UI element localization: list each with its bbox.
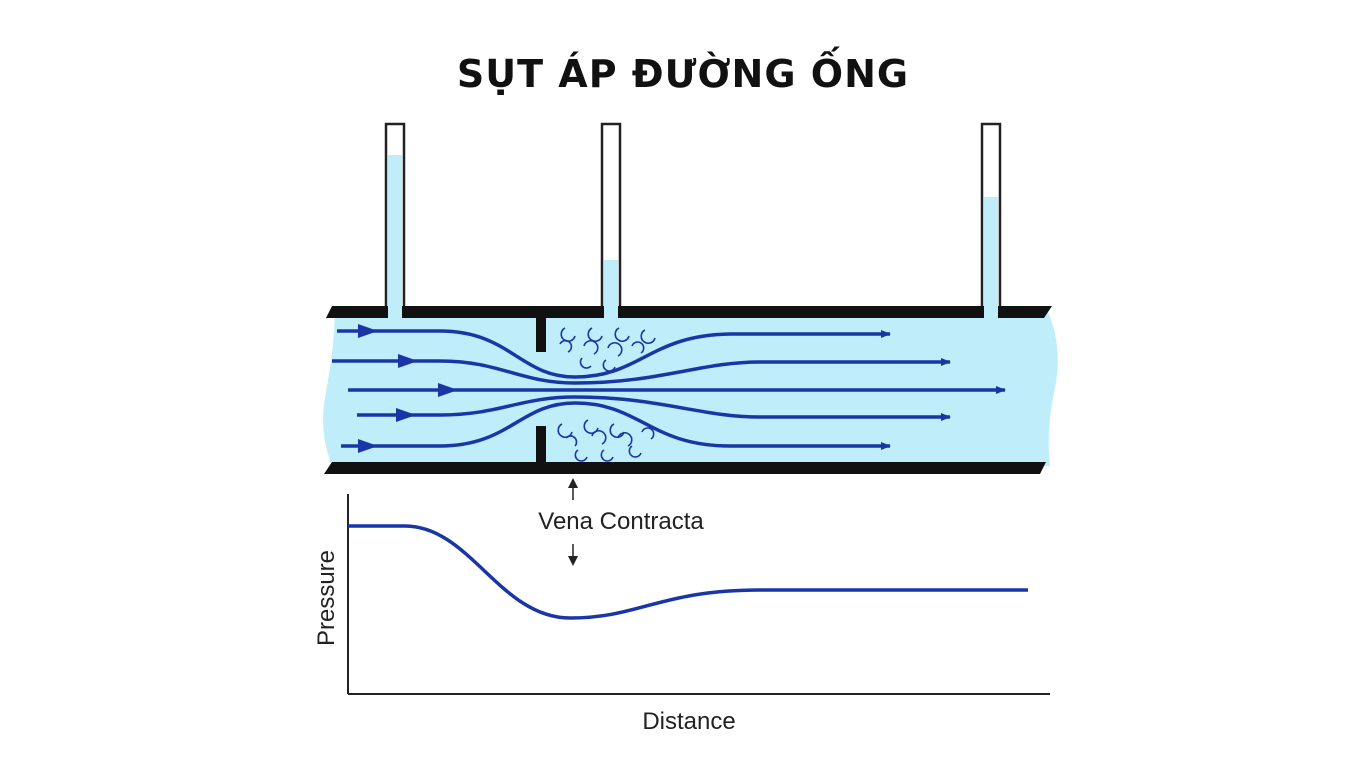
pipe-top-wall: [326, 306, 1052, 318]
piezometer-vena-contracta: [600, 122, 622, 316]
piezometer-upstream-water: [388, 155, 402, 314]
orifice-plate-bottom: [536, 426, 546, 462]
x-axis-label: Distance: [642, 708, 735, 735]
vena-contracta-arrows: [568, 478, 578, 566]
streamline-5: [341, 401, 891, 450]
orifice-plate-top: [536, 318, 546, 352]
pressure-graph: Pressure Distance: [313, 494, 1050, 735]
y-axis-label: Pressure: [313, 550, 340, 646]
streamline-2: [332, 358, 951, 385]
streamline-4: [357, 395, 951, 421]
streamline-1: [337, 329, 891, 379]
piezometer-downstream: [980, 122, 1002, 316]
page-title: SỤT ÁP ĐƯỜNG ỐNG: [456, 52, 910, 96]
pressure-curve: [348, 524, 1028, 620]
streamline-arrowheads: [358, 324, 458, 453]
eddies: [557, 327, 656, 462]
piezometer-upstream: [384, 122, 406, 316]
piezometer-downstream-water: [984, 197, 998, 314]
piezometer-vena-contracta-water: [604, 260, 618, 314]
pipe-bottom-wall: [324, 462, 1046, 474]
vena-contracta-label: Vena Contracta: [538, 508, 704, 535]
